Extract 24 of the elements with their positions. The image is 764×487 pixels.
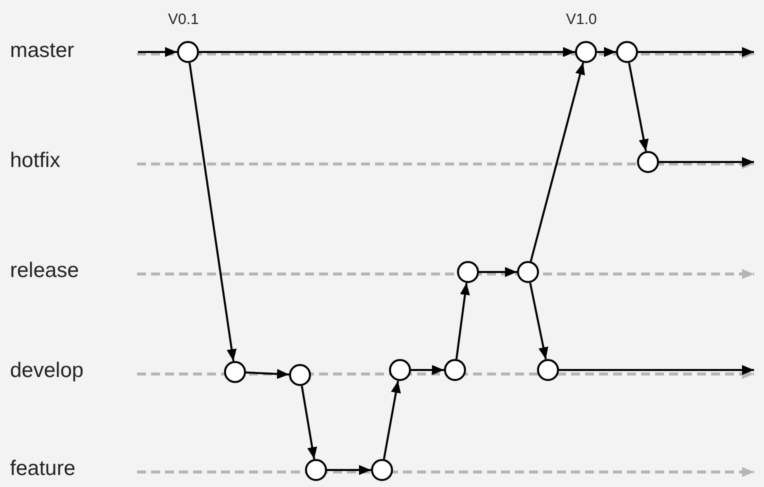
branch-name: release <box>10 260 79 281</box>
arrow <box>659 157 754 167</box>
version-label: V1.0 <box>566 12 597 27</box>
arrow <box>559 365 754 375</box>
version-label: V0.1 <box>168 12 199 27</box>
arrow <box>327 465 371 475</box>
branch-name: develop <box>10 360 84 381</box>
branch-name: feature <box>10 458 76 479</box>
arrow <box>597 47 616 57</box>
arrow <box>382 380 401 460</box>
arrow <box>300 386 318 460</box>
arrow <box>188 62 237 362</box>
arrow <box>455 282 470 360</box>
arrow <box>638 47 754 57</box>
arrow <box>628 62 649 152</box>
arrow <box>529 282 548 360</box>
arrow <box>246 368 290 379</box>
arrow <box>530 62 585 262</box>
arrow <box>199 47 575 57</box>
arrow <box>411 365 444 375</box>
arrow <box>138 47 177 57</box>
arrow <box>479 267 517 277</box>
branch-name: master <box>10 40 74 61</box>
branch-name: hotfix <box>10 150 60 171</box>
